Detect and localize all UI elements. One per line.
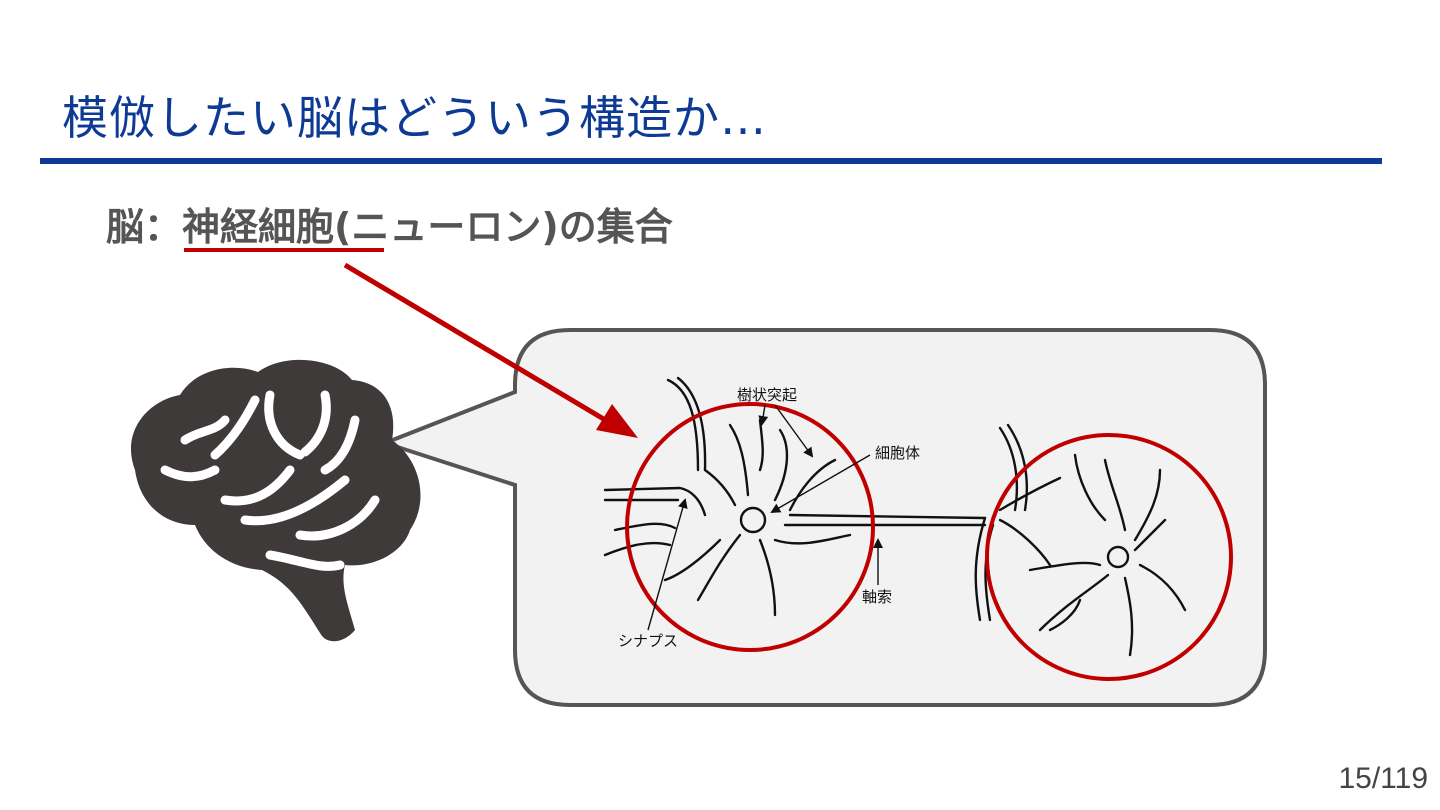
dendrite-label: 樹状突起 bbox=[737, 386, 797, 404]
synapse-label: シナプス bbox=[618, 632, 678, 650]
speech-bubble bbox=[385, 330, 1265, 705]
brain-icon bbox=[131, 360, 420, 641]
cell-body-label: 細胞体 bbox=[875, 444, 920, 462]
axon-label: 軸索 bbox=[862, 588, 892, 606]
page-number: 15/119 bbox=[1338, 762, 1428, 796]
